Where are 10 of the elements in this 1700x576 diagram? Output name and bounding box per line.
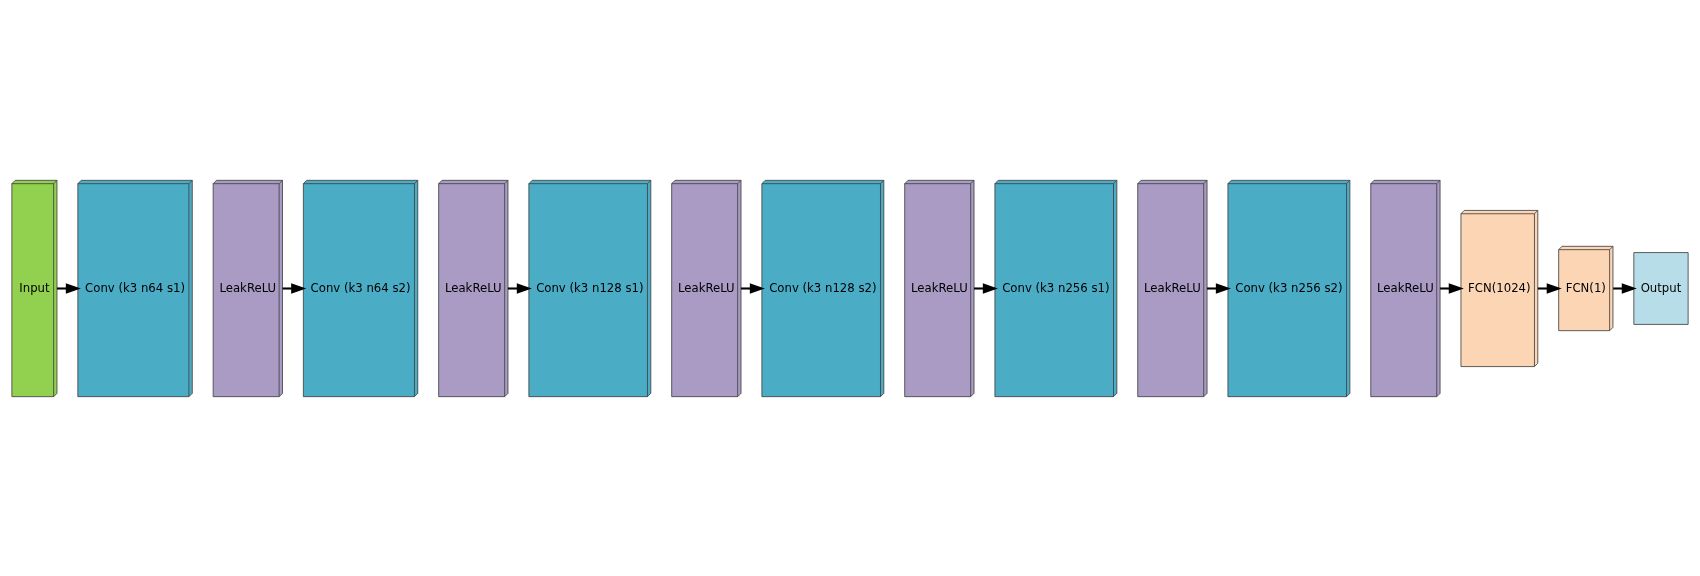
arrow [1613, 282, 1637, 294]
arrow [1440, 282, 1464, 294]
arrow [282, 282, 307, 294]
arrow [508, 282, 532, 294]
arrow [741, 282, 765, 294]
node-box: Output [1633, 251, 1689, 325]
arrow [1207, 282, 1231, 294]
arrow [974, 282, 998, 294]
arrow [1537, 282, 1562, 294]
arrow [57, 282, 81, 294]
